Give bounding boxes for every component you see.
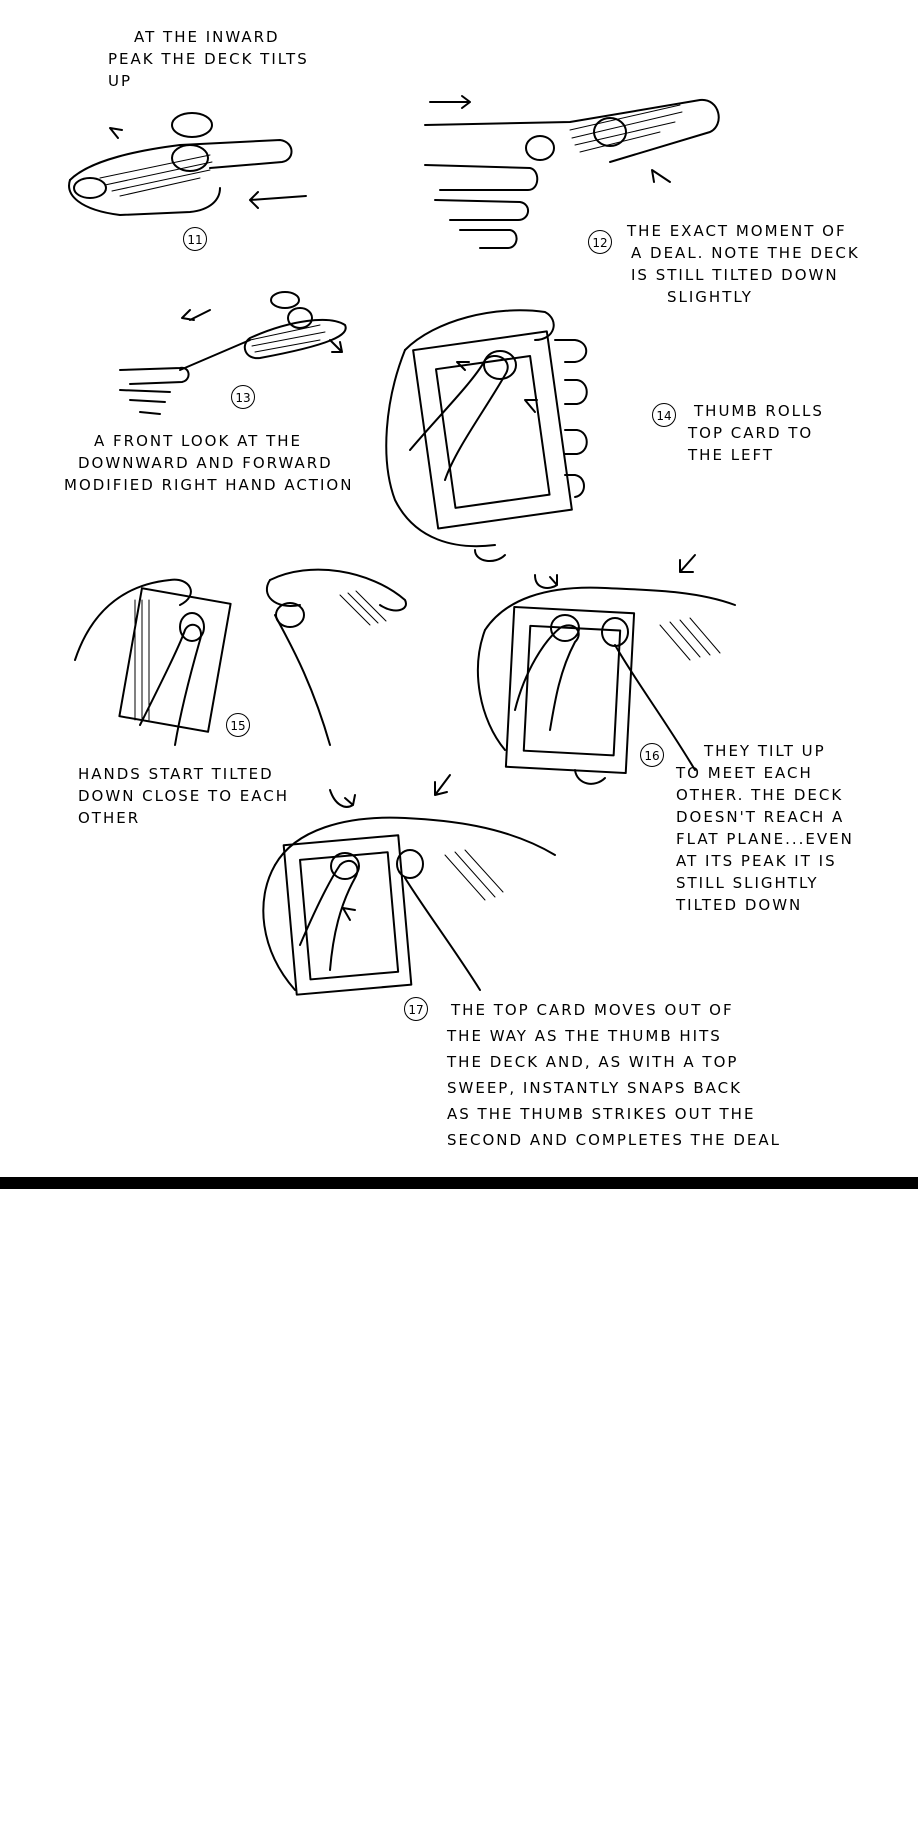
caption-14: THUMB ROLLS TOP CARD TO THE LEFT	[688, 400, 824, 466]
illustration-16-tilt-up	[476, 554, 736, 785]
caption-line: AS THE THUMB STRIKES OUT THE	[447, 1105, 756, 1123]
illustration-11-hand-tilting-deck	[68, 112, 307, 216]
caption-11: AT THE INWARD PEAK THE DECK TILTS UP	[108, 26, 309, 92]
caption-line: FLAT PLANE...EVEN	[676, 830, 854, 848]
caption-line: OTHER	[78, 809, 141, 827]
caption-line: DOWN CLOSE TO EACH	[78, 787, 290, 805]
caption-line: SECOND AND COMPLETES THE DEAL	[447, 1131, 781, 1149]
illustration-12-deal-moment	[424, 95, 720, 249]
page-rule	[0, 1177, 918, 1189]
caption-17: THE TOP CARD MOVES OUT OF THE WAY AS THE…	[447, 997, 781, 1153]
caption-line: THEY TILT UP	[704, 742, 826, 760]
caption-line: TO MEET EACH	[676, 764, 813, 782]
caption-16: THEY TILT UP TO MEET EACH OTHER. THE DEC…	[676, 740, 854, 916]
caption-line: DOESN'T REACH A	[676, 808, 845, 826]
blank-area	[0, 1189, 918, 1836]
caption-line: IS STILL TILTED DOWN	[631, 266, 839, 284]
caption-line: SLIGHTLY	[667, 288, 753, 306]
caption-12: THE EXACT MOMENT OF A DEAL. NOTE THE DEC…	[627, 220, 860, 308]
caption-line: AT THE INWARD	[134, 28, 280, 46]
figure-number-14: 14	[652, 403, 676, 427]
caption-line: OTHER. THE DECK	[676, 786, 844, 804]
caption-line: TILTED DOWN	[676, 896, 803, 914]
illustration-13-front-look	[119, 291, 347, 415]
caption-line: MODIFIED RIGHT HAND ACTION	[64, 476, 354, 494]
figure-number-15: 15	[226, 713, 250, 737]
caption-15: HANDS START TILTED DOWN CLOSE TO EACH OT…	[78, 763, 289, 829]
caption-line: THE TOP CARD MOVES OUT OF	[451, 1001, 734, 1019]
caption-line: THE WAY AS THE THUMB HITS	[447, 1027, 722, 1045]
figure-number-13: 13	[231, 385, 255, 409]
caption-line: THUMB ROLLS	[694, 402, 824, 420]
caption-line: TOP CARD TO	[688, 424, 814, 442]
caption-line: THE EXACT MOMENT OF	[627, 222, 847, 240]
figure-number-11: 11	[183, 227, 207, 251]
caption-line: AT ITS PEAK IT IS	[676, 852, 837, 870]
caption-line: DOWNWARD AND FORWARD	[78, 454, 333, 472]
figure-number-12: 12	[588, 230, 612, 254]
figure-number-16: 16	[640, 743, 664, 767]
caption-line: THE LEFT	[688, 446, 775, 464]
caption-13: A FRONT LOOK AT THE DOWNWARD AND FORWARD…	[64, 430, 353, 496]
caption-line: STILL SLIGHTLY	[676, 874, 819, 892]
illustration-17-completes-deal	[262, 774, 556, 996]
illustration-14-thumb-rolls-card	[385, 309, 588, 562]
caption-line: THE DECK AND, AS WITH A TOP	[447, 1053, 739, 1071]
caption-line: A DEAL. NOTE THE DECK	[631, 244, 860, 262]
caption-line: PEAK THE DECK TILTS	[108, 50, 309, 68]
illustration-15-hands-start	[74, 568, 407, 746]
figure-number-17: 17	[404, 997, 428, 1021]
caption-line: SWEEP, INSTANTLY SNAPS BACK	[447, 1079, 742, 1097]
caption-line: UP	[108, 72, 133, 90]
caption-line: HANDS START TILTED	[78, 765, 274, 783]
caption-line: A FRONT LOOK AT THE	[94, 432, 303, 450]
